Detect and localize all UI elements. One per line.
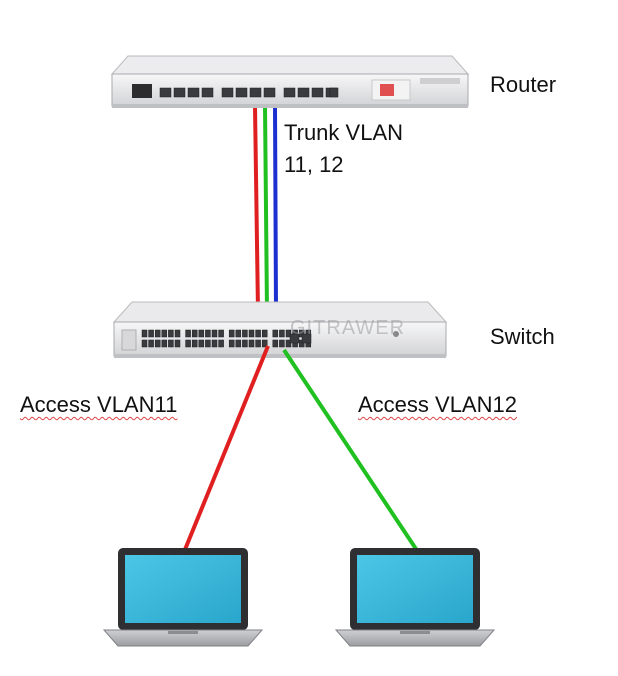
trunk-cable-vlan11 (253, 105, 260, 313)
switch-port-icon (285, 329, 292, 338)
switch-port-icon (161, 329, 168, 338)
switch-port-icon (235, 339, 242, 348)
switch-port-icon (242, 329, 248, 338)
switch-port-icon (242, 339, 248, 348)
switch-port-icon (218, 329, 224, 338)
switch-port-icon (141, 329, 148, 338)
switch-sfp-port-icon (289, 333, 300, 344)
switch-sfp-port-icon (301, 333, 312, 344)
switch-port-icon (279, 339, 285, 348)
switch-port-icon (205, 329, 211, 338)
switch-port-icon (261, 339, 268, 348)
switch-port-icon (255, 329, 261, 338)
switch-port-icon (211, 329, 218, 338)
switch-port-icon (228, 339, 235, 348)
switch-device-icon (112, 301, 448, 358)
switch-port-icon (141, 339, 148, 348)
router-port-icon (263, 87, 276, 98)
switch-port-icon (168, 329, 174, 338)
switch-port-icon (198, 339, 205, 348)
switch-port-icon (248, 339, 255, 348)
switch-port-icon (235, 329, 242, 338)
switch-port-icon (285, 339, 292, 348)
switch-label: Switch (490, 324, 555, 349)
access-cable-vlan12 (282, 348, 420, 554)
switch-port-icon (272, 339, 279, 348)
laptop-left-icon (102, 548, 264, 647)
router-port-icon (201, 87, 214, 98)
router-device-icon (110, 55, 470, 108)
router-port-icon (173, 87, 186, 98)
router-port-icon (249, 87, 262, 98)
switch-port-icon (191, 339, 198, 348)
switch-port-icon (191, 329, 198, 338)
switch-port-icon (211, 339, 218, 348)
switch-port-icon (298, 329, 305, 338)
router-port-icon (297, 87, 310, 98)
router-port-icon (159, 87, 172, 98)
access-vlan12-label: Access VLAN12 (358, 392, 517, 417)
switch-port-icon (272, 329, 279, 338)
switch-port-icon (174, 329, 181, 338)
switch-port-icon (248, 329, 255, 338)
switch-port-icon (161, 339, 168, 348)
trunk-label: Trunk VLAN (284, 120, 404, 145)
access-cable-vlan11 (182, 345, 270, 553)
switch-port-icon (198, 329, 205, 338)
router-port-icon (283, 87, 296, 98)
switch-port-icon (174, 339, 181, 348)
switch-port-icon (218, 339, 224, 348)
trunk-cable-blue (273, 105, 278, 313)
router-label: Router (490, 72, 557, 97)
switch-port-icon (261, 329, 268, 338)
laptop-right-icon (334, 548, 496, 647)
switch-port-icon (228, 329, 235, 338)
watermark-text: GITRAWER (290, 317, 405, 339)
switch-port-icon (168, 339, 174, 348)
access-vlan11-label: Access VLAN11 (20, 392, 178, 417)
router-port-icon (221, 87, 234, 98)
router-port-icon (311, 87, 324, 98)
switch-port-icon (255, 339, 261, 348)
switch-port-icon (154, 339, 161, 348)
router-port-icon (329, 87, 339, 98)
switch-port-icon (148, 329, 154, 338)
trunk-cable-vlan12 (263, 105, 269, 313)
switch-port-icon (185, 329, 191, 338)
switch-port-icon (298, 339, 305, 348)
trunk-vlan-ids: 11, 12 (284, 152, 344, 177)
router-port-icon (187, 87, 200, 98)
trunk-cable-group (253, 105, 278, 313)
switch-port-icon (279, 329, 285, 338)
switch-port-icon (154, 329, 161, 338)
switch-port-icon (185, 339, 191, 348)
router-port-icon (235, 87, 248, 98)
switch-port-icon (148, 339, 154, 348)
switch-port-icon (205, 339, 211, 348)
